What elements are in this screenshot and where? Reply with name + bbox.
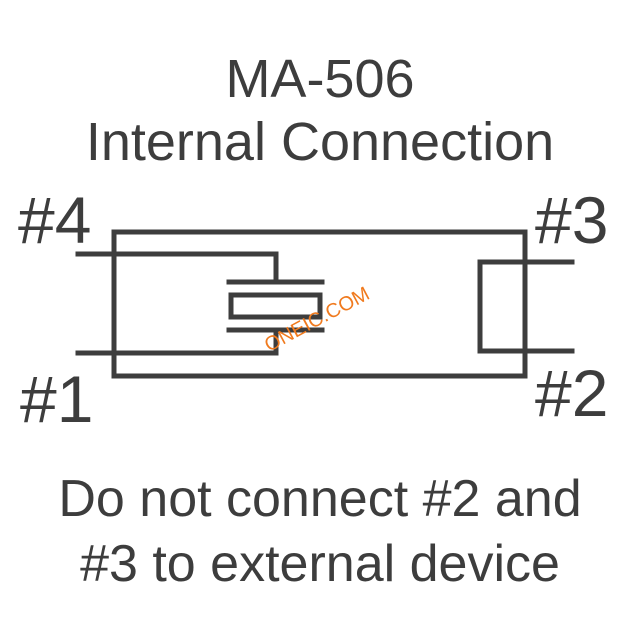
note-line-2: #3 to external device (80, 535, 560, 593)
title-part-number: MA-506 (225, 49, 414, 109)
pin1-label: #1 (20, 362, 93, 436)
crystal-body (228, 292, 323, 320)
package-outline (111, 229, 528, 379)
pin2-label: #2 (535, 356, 608, 430)
pin4-label: #4 (18, 183, 91, 257)
title-subtitle: Internal Connection (86, 112, 554, 172)
note-line-1: Do not connect #2 and (58, 470, 581, 528)
pin3-label: #3 (535, 183, 608, 257)
